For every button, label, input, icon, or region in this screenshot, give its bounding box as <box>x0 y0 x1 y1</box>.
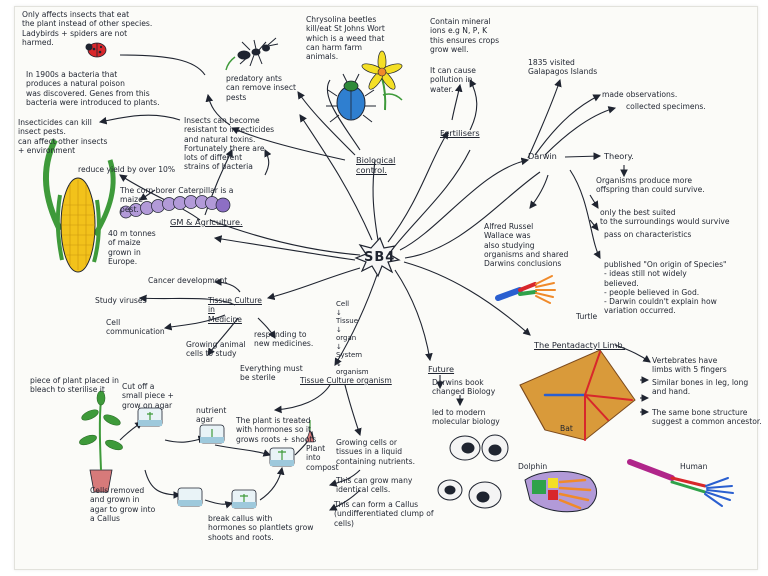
beetle-icon <box>326 73 376 123</box>
gm-agriculture-label: GM & Agriculture. <box>170 217 243 227</box>
pollution-note: It can cause pollution in water. <box>430 66 476 94</box>
turtle-limb-icon <box>495 275 556 304</box>
beetles-note: Chrysolina beetles kill/eat St Johns Wor… <box>306 15 385 61</box>
cut-off-note: Cut off a small piece + grow on agar <box>122 382 174 410</box>
plant-pot-icon <box>79 390 123 493</box>
compost-note: Plant into compost <box>306 444 339 472</box>
human-arm-icon <box>627 459 734 507</box>
darwin-label: Darwin <box>528 151 557 161</box>
animal-cells-note: Growing animal cells to study <box>186 340 246 359</box>
bleach-note: piece of plant placed in bleach to steri… <box>30 376 119 395</box>
galapagos-note: 1835 visited Galapagos Islands <box>528 58 598 77</box>
hierarchy-note: Cell ↓ Tissue ↓ organ ↓ System ↓ organis… <box>336 300 369 377</box>
maize-icon <box>42 138 116 273</box>
best-suited-note: only the best suited to the surroundings… <box>600 208 730 227</box>
viruses-note: Study viruses <box>95 296 147 305</box>
center-starburst <box>354 236 401 278</box>
cancer-note: Cancer development <box>148 276 228 285</box>
biological-control-label: Biological control. <box>356 155 396 175</box>
tissue-medicine-label: Tissue Culture in Medicine <box>208 296 262 324</box>
resistant-note: Insects can become resistant to insectic… <box>184 116 275 172</box>
dolphin-label: Dolphin <box>518 462 548 471</box>
common-ancestor-note: The same bone structure suggest a common… <box>652 408 762 427</box>
center-topic: SB4 <box>364 250 396 265</box>
ladybird-icon <box>85 42 107 58</box>
vertebrates-note: Vertebrates have limbs with 5 fingers <box>652 356 727 375</box>
ants-note: predatory ants can remove insect pests <box>226 74 297 102</box>
wallace-note: Alfred Russel Wallace was also studying … <box>484 222 569 268</box>
similar-bones-note: Similar bones in leg, long and hand. <box>652 378 749 397</box>
specimens-note: collected specimens. <box>626 102 706 111</box>
human-label: Human <box>680 462 708 471</box>
observations-note: made observations. <box>602 90 678 99</box>
molecular-biology-note: led to modern molecular biology <box>432 408 500 427</box>
published-note: published "On origin of Species" - ideas… <box>604 260 727 316</box>
bacteria-note: In 1900s a bacteria that produces a natu… <box>26 70 160 107</box>
darwins-book-note: Darwins book changed Biology <box>432 378 496 397</box>
hormones-note: The plant is treated with hormones so it… <box>236 416 317 444</box>
pass-on-note: pass on characteristics <box>604 230 692 239</box>
flower-icon <box>361 50 403 111</box>
ladybird-note: Only affects insects that eat the plant … <box>22 10 153 47</box>
ant-icon <box>225 37 279 71</box>
cell-icon <box>437 434 509 509</box>
reduce-yield-note: reduce yield by over 10% <box>78 165 176 174</box>
fertilisers-label: Fertilisers <box>440 128 480 138</box>
petri-dish-icon <box>137 407 315 509</box>
turtle-label: Turtle <box>576 312 598 321</box>
insecticides-note: Insecticides can kill insect pests. can … <box>18 118 108 155</box>
nutrient-agar-note: nutrient agar <box>196 406 227 425</box>
corn-borer-note: The corn borer Caterpillar is a maize pe… <box>120 186 234 214</box>
dolphin-fin-icon <box>524 470 597 513</box>
cells-removed-note: Cells removed and grown in agar to grow … <box>90 486 156 523</box>
mineral-note: Contain mineral ions e.g N, P, K this en… <box>430 17 500 54</box>
tonnes-note: 40 m tonnes of maize grown in Europe. <box>108 229 156 266</box>
break-callus-note: break callus with hormones so plantlets … <box>208 514 314 542</box>
sterile-note: Everything must be sterile <box>240 364 303 383</box>
theory-label: Theory. <box>604 151 634 161</box>
bat-wing-icon <box>519 349 636 441</box>
pentadactyl-label: The Pentadactyl Limb. <box>534 340 626 350</box>
tissue-culture-organism-label: Tissue Culture organism <box>300 376 392 385</box>
bat-label: Bat <box>560 424 573 433</box>
connector-lines <box>98 54 651 511</box>
caterpillar-icon <box>119 195 231 219</box>
future-label: Future <box>428 364 455 374</box>
many-cells-note: This can grow many identical cells. <box>336 476 413 495</box>
callus-note: This can form a Callus (undifferentiated… <box>334 500 434 528</box>
cell-communication-note: Cell communication <box>106 318 165 337</box>
growing-cells-note: Growing cells or tissues in a liquid con… <box>336 438 416 466</box>
new-medicines-note: responding to new medicines. <box>254 330 314 349</box>
offspring-note: Organisms produce more offspring than co… <box>596 176 705 195</box>
